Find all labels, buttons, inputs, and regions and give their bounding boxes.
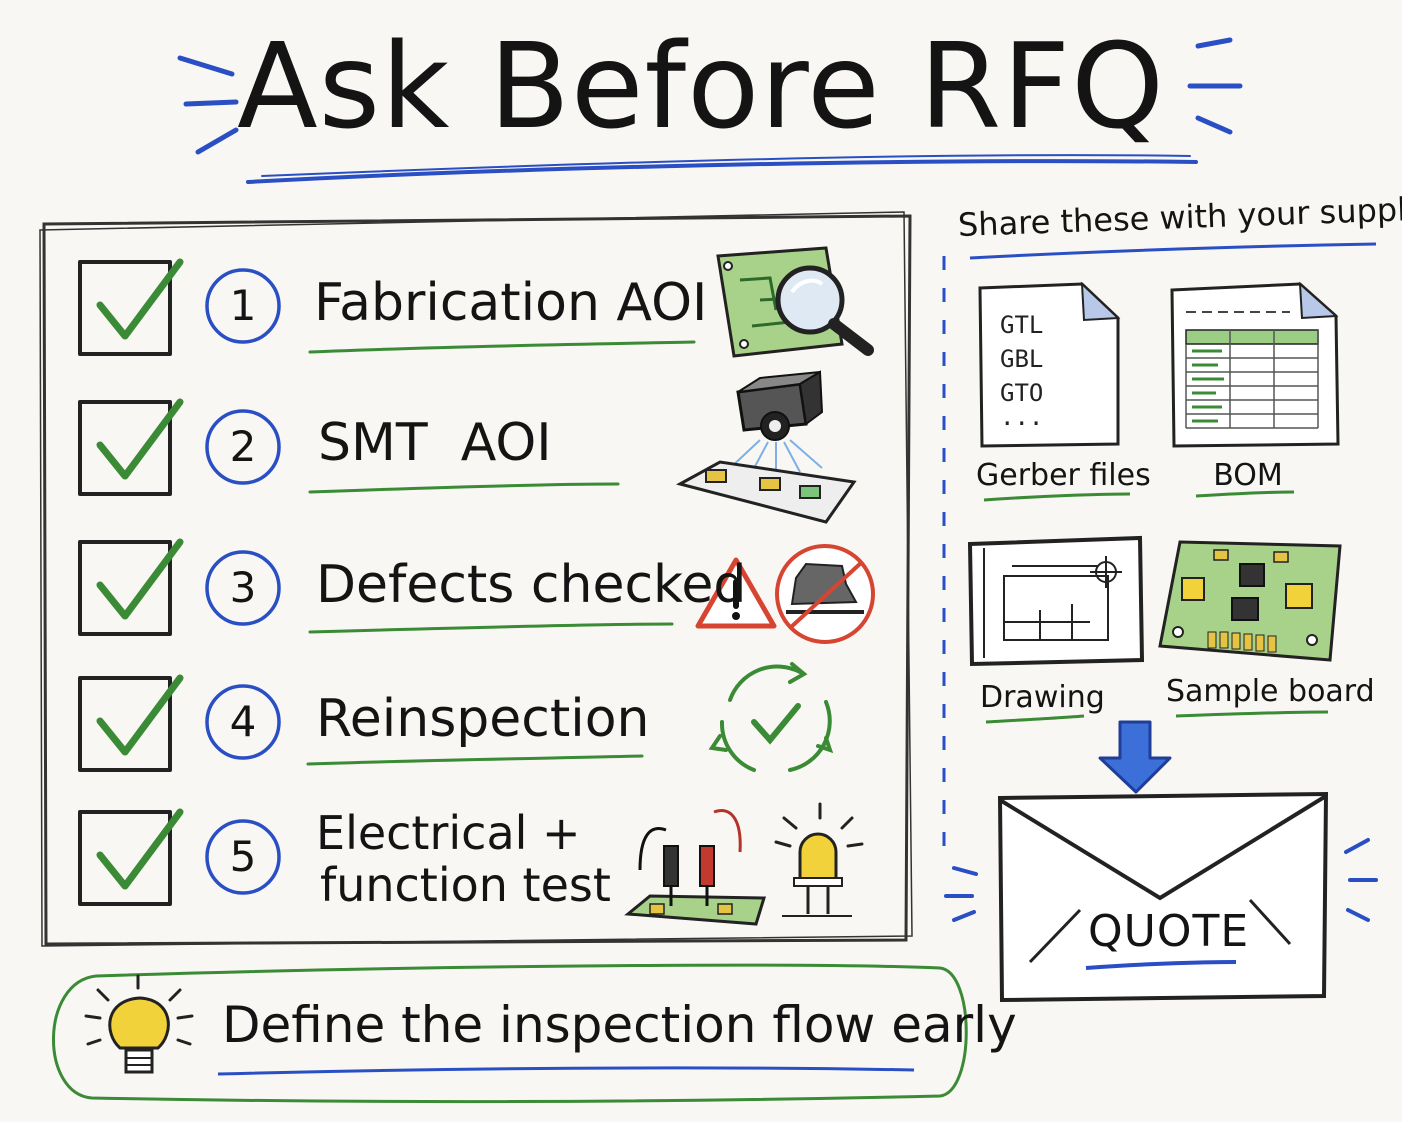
gerber-layer-gbl: GBL — [1000, 345, 1044, 373]
sample-board-icon — [1158, 540, 1342, 662]
number-circle-4 — [205, 684, 281, 760]
step-label-electrical-line1: Electrical + — [316, 806, 581, 860]
arrow-down-icon — [1098, 720, 1172, 794]
led-icon — [774, 802, 864, 917]
step-label-reinspection: Reinspection — [316, 689, 650, 749]
lightbulb-icon — [84, 974, 194, 1074]
reinspection-cycle-icon — [708, 662, 834, 772]
quote-label: QUOTE — [1088, 906, 1250, 957]
envelope-burst-icon — [944, 838, 1378, 922]
step-number-5: 5 — [229, 832, 257, 881]
technical-drawing-icon — [967, 535, 1145, 667]
sample-board-label-underline — [1175, 710, 1329, 718]
drawing-label: Drawing — [980, 680, 1105, 715]
step-underline-1 — [308, 340, 696, 354]
number-circle-5 — [205, 819, 281, 895]
checkbox-1[interactable] — [78, 258, 184, 356]
number-circle-3 — [205, 550, 281, 626]
bom-label-underline — [1195, 490, 1295, 498]
step-number-1: 1 — [229, 281, 257, 330]
aoi-camera-icon — [675, 370, 857, 524]
step-number-2: 2 — [229, 422, 257, 471]
title-underline — [246, 154, 1198, 184]
share-header-underline — [969, 242, 1377, 260]
gerber-label-underline — [983, 492, 1131, 502]
defect-circle-icon — [775, 544, 875, 644]
checkbox-4[interactable] — [78, 674, 184, 772]
checkbox-2[interactable] — [78, 398, 184, 496]
tip-text: Define the inspection flow early — [222, 996, 1017, 1054]
title-burst-right-icon — [1187, 37, 1243, 135]
step-number-3: 3 — [229, 563, 257, 612]
step-label-electrical-line2: function test — [320, 858, 611, 912]
gerber-layer-more: ... — [1000, 403, 1044, 431]
step-number-4: 4 — [229, 697, 257, 746]
test-probe-icon — [624, 809, 767, 926]
tip-underline — [217, 1066, 915, 1076]
title-burst-left-icon — [177, 55, 239, 155]
checkbox-3[interactable] — [78, 538, 184, 636]
number-circle-1 — [205, 268, 281, 344]
checkbox-5[interactable] — [78, 808, 184, 906]
quote-underline — [1085, 960, 1237, 970]
number-circle-2 — [205, 409, 281, 485]
gerber-files-label: Gerber files — [976, 458, 1151, 493]
gerber-layer-gtl: GTL — [1000, 311, 1044, 339]
step-underline-2 — [308, 482, 620, 494]
gerber-layer-list: GTL GBL GTO ... — [1000, 308, 1043, 434]
warning-triangle-icon — [695, 557, 777, 629]
step-label-smt-aoi: SMT AOI — [318, 413, 552, 473]
page-title: Ask Before RFQ — [236, 17, 1166, 155]
tip-banner-frame — [52, 963, 968, 1103]
sample-board-label: Sample board — [1166, 674, 1375, 709]
gerber-file-icon — [978, 281, 1121, 448]
step-underline-4 — [306, 754, 644, 766]
pcb-magnifier-icon — [716, 246, 874, 358]
step-label-defects-checked: Defects checked — [316, 555, 747, 615]
step-underline-3 — [308, 622, 674, 634]
bom-spreadsheet-icon — [1170, 281, 1340, 448]
drawing-label-underline — [985, 714, 1085, 724]
gerber-layer-gto: GTO — [1000, 379, 1044, 407]
step-label-fabrication-aoi: Fabrication AOI — [314, 273, 708, 333]
checklist-frame — [39, 211, 913, 947]
quote-envelope-icon — [997, 791, 1329, 1003]
bom-label: BOM — [1213, 458, 1283, 493]
